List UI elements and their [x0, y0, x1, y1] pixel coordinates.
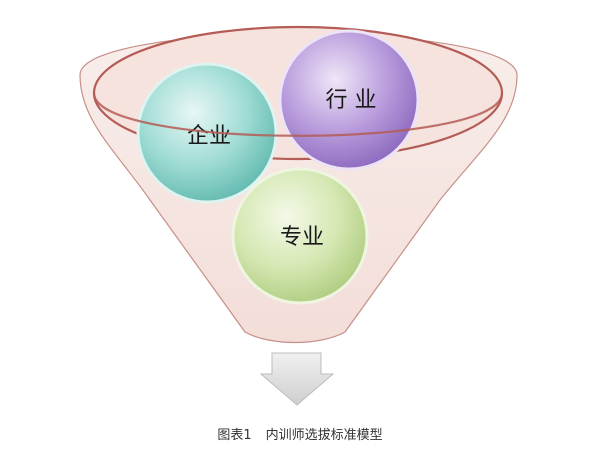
- circle-enterprise-label: 企业: [187, 124, 231, 149]
- circle-industry-label: 行 业: [326, 88, 377, 113]
- down-arrow-icon: [259, 352, 335, 406]
- funnel-diagram: 企业 行 业 专业: [79, 25, 518, 406]
- circle-profession: 专业: [231, 167, 369, 305]
- figure-title: 内训师选拔标准模型: [265, 428, 383, 443]
- funnel-rim-front: [92, 92, 504, 137]
- figure-caption: 图表1 内训师选拔标准模型: [0, 424, 600, 443]
- figure-number: 图表1: [217, 428, 252, 443]
- circle-profession-label: 专业: [280, 225, 324, 250]
- circle-industry: 行 业: [278, 29, 420, 171]
- circle-enterprise: 企业: [136, 62, 278, 204]
